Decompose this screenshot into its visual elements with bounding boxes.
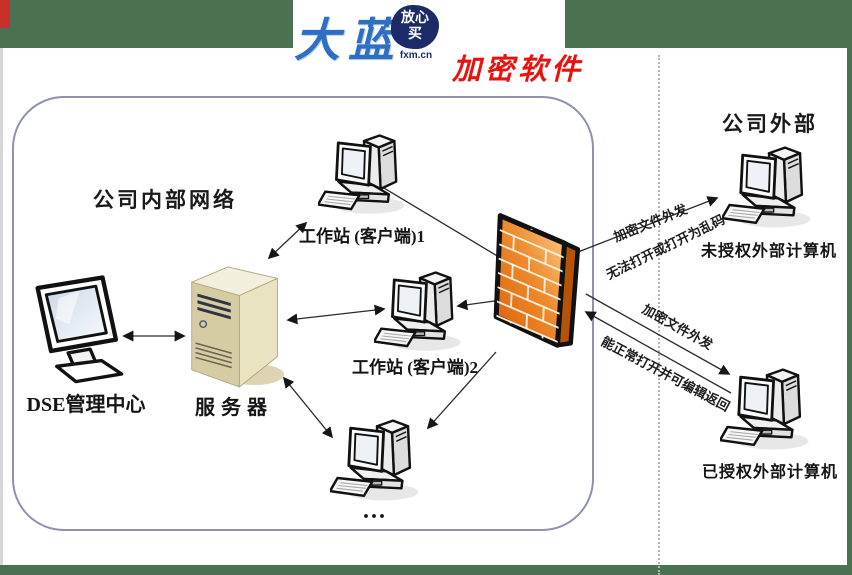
external-zone-label: 公司外部	[722, 112, 818, 136]
internal-network-label: 公司内部网络	[93, 188, 237, 212]
more-workstations-ellipsis: ...	[363, 498, 387, 524]
frame-bottom	[0, 565, 852, 575]
unauthorized-computer-label: 未授权外部计算机	[700, 243, 837, 260]
authorized-computer-icon	[720, 366, 814, 456]
frame-top-left	[0, 0, 293, 48]
workstation2-icon	[374, 270, 466, 356]
frame-right-strip	[847, 48, 852, 565]
workstation3-icon	[330, 418, 424, 506]
server-label: 服务器	[195, 397, 273, 419]
product-name-text: 加密软件	[452, 54, 585, 86]
red-accent-mark	[0, 0, 10, 28]
unauthorized-computer-icon	[722, 144, 816, 234]
fxm-badge-text: 放心买	[401, 10, 429, 42]
server-icon	[186, 258, 286, 394]
flow-can-open-return-label: 能正常打开并可编辑返回	[598, 333, 733, 415]
fxm-domain-text: fxm.cn	[399, 50, 433, 61]
flow-encrypt-out-bottom-label: 加密文件外发	[639, 301, 716, 353]
workstation1-label: 工作站 (客户端)1	[298, 227, 426, 246]
frame-left-strip	[0, 48, 3, 565]
dse-label: DSE管理中心	[26, 394, 146, 416]
dse-monitor-icon	[30, 272, 135, 390]
firewall-icon	[493, 213, 581, 348]
brand-logo-text: 大蓝	[294, 15, 402, 66]
fxm-badge: 放心买	[391, 5, 439, 49]
workstation1-icon	[318, 133, 410, 219]
frame-top-right	[565, 0, 852, 48]
authorized-computer-label: 已授权外部计算机	[701, 464, 838, 481]
workstation2-label: 工作站 (客户端)2	[351, 358, 479, 377]
